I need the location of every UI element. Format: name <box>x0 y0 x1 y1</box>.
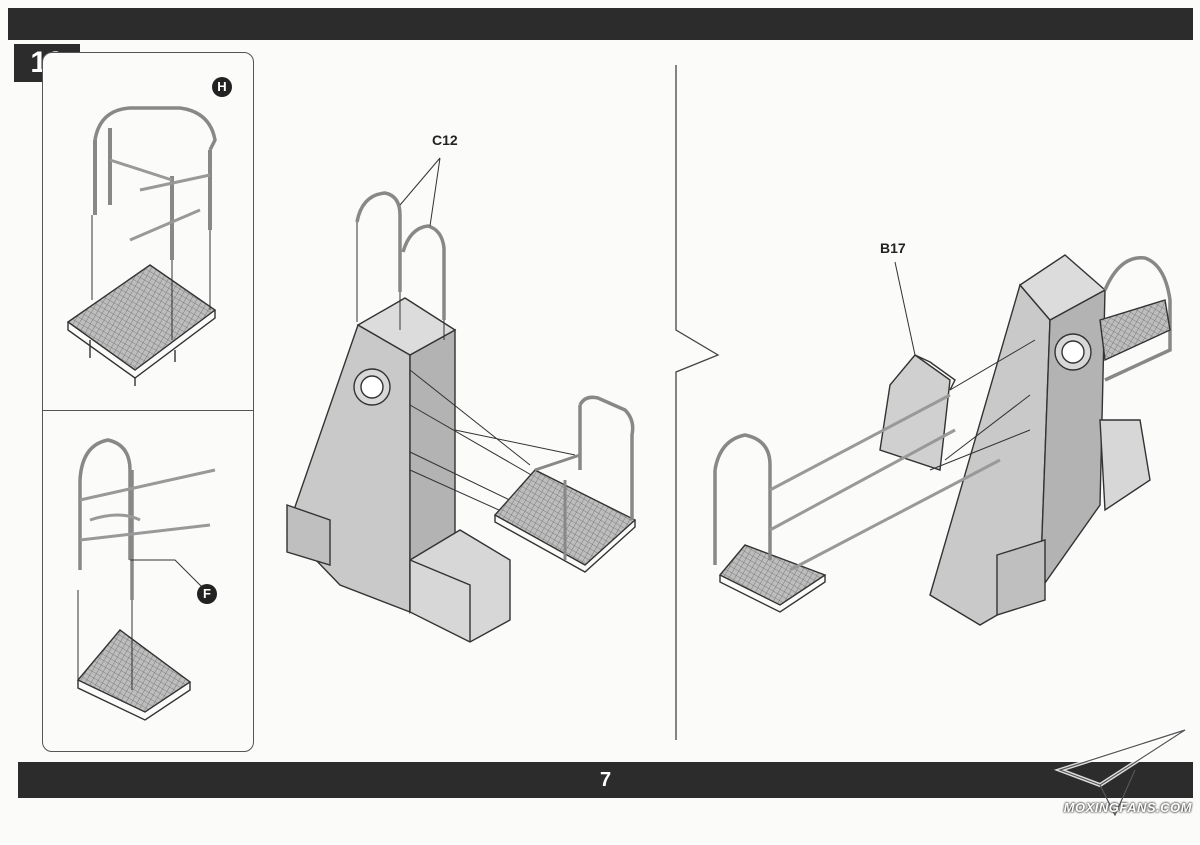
bottom-footer-bar: 7 <box>18 762 1193 798</box>
inset-divider <box>42 410 254 411</box>
center-divider <box>675 65 720 740</box>
platform-left <box>493 395 637 573</box>
top-header-bar <box>8 8 1193 40</box>
tower-left <box>286 297 511 643</box>
page-number: 7 <box>599 769 612 791</box>
inset-platform-f <box>76 438 216 721</box>
callout-f: F <box>197 584 217 604</box>
c12-handrail <box>355 191 446 320</box>
paper-plane-logo <box>1053 728 1187 817</box>
callout-b17: B17 <box>880 240 906 256</box>
assembly-arrows-right <box>894 261 1036 471</box>
callout-h: H <box>212 77 232 97</box>
platform-right <box>713 256 1172 613</box>
callout-c12: C12 <box>432 132 458 148</box>
watermark-text: MOXINGFANS.COM <box>1063 800 1192 815</box>
assembly-arrows-left <box>356 157 576 516</box>
detail-inset-panel <box>42 52 254 752</box>
tower-right <box>929 254 1151 626</box>
inset-platform-h <box>66 106 217 386</box>
